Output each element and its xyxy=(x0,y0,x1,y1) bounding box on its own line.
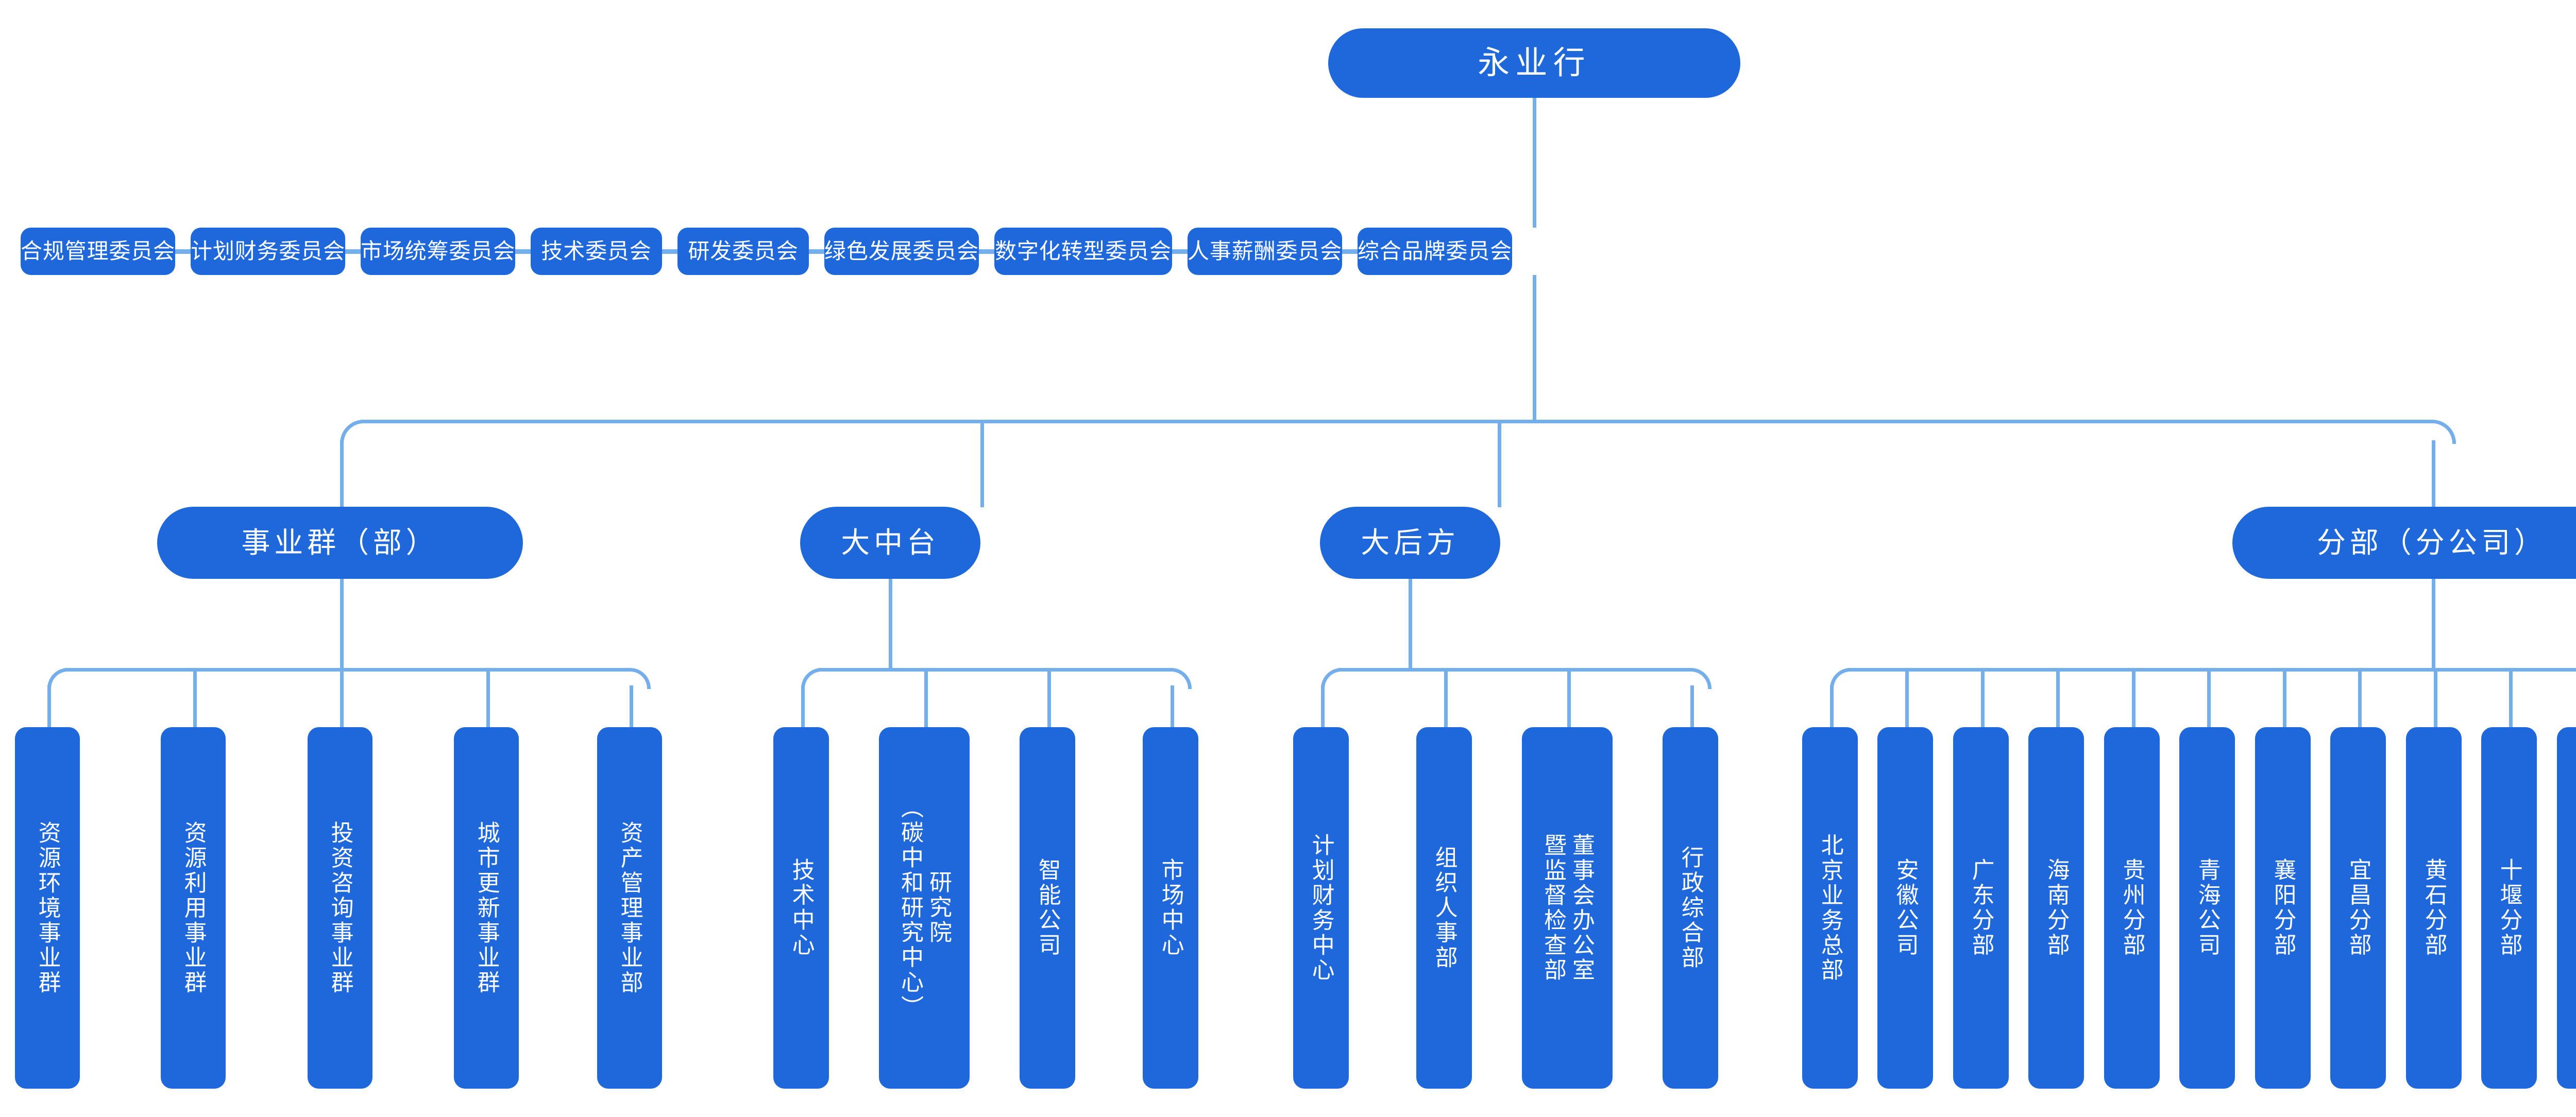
drop-0-0 xyxy=(47,685,51,727)
committee-node-0[interactable]: 合规管理委员会 xyxy=(21,228,175,275)
connector-to-group-3 xyxy=(2432,440,2435,507)
leaf-node-3-9[interactable]: 十堰分部 xyxy=(2481,727,2537,1089)
drop-0-2 xyxy=(340,672,344,727)
drop-1-3 xyxy=(1171,685,1174,727)
committee-link-0-1 xyxy=(175,249,191,254)
drop-3-5 xyxy=(2207,672,2211,727)
connector-to-group-0 xyxy=(340,440,344,507)
committee-node-1[interactable]: 计划财务委员会 xyxy=(191,228,345,275)
connector-root-to-committees xyxy=(1533,98,1536,228)
drop-1-1 xyxy=(924,672,928,727)
leaf-node-3-0[interactable]: 北京业务总部 xyxy=(1802,727,1858,1089)
leaf-node-3-7[interactable]: 宜昌分部 xyxy=(2330,727,2386,1089)
group-node-dahoufang[interactable]: 大后方 xyxy=(1320,507,1500,579)
committee-link-6-7 xyxy=(1172,249,1188,254)
leaf-node-2-0[interactable]: 计划财务中心 xyxy=(1293,727,1349,1089)
leaf-node-3-6[interactable]: 襄阳分部 xyxy=(2255,727,2311,1089)
leaf-bus-2 xyxy=(1338,668,1690,672)
connector-to-group-2 xyxy=(1498,423,1501,507)
drop-3-0 xyxy=(1830,685,1834,727)
drop-0-1 xyxy=(193,672,197,727)
committee-node-2[interactable]: 市场统筹委员会 xyxy=(361,228,515,275)
drop-1-0 xyxy=(801,685,805,727)
drop-1-2 xyxy=(1047,672,1051,727)
committee-link-7-8 xyxy=(1342,249,1358,254)
leaf-node-1-2[interactable]: 智能公司 xyxy=(1020,727,1075,1089)
drop-3-2 xyxy=(1981,672,1985,727)
drop-3-9 xyxy=(2509,672,2513,727)
group-node-shiyequn[interactable]: 事业群（部） xyxy=(157,507,523,579)
leaf-node-2-3[interactable]: 行政综合部 xyxy=(1663,727,1718,1089)
drop-3-1 xyxy=(1905,672,1909,727)
drop-3-8 xyxy=(2434,672,2437,727)
committee-link-4-5 xyxy=(809,249,824,254)
committee-node-3[interactable]: 技术委员会 xyxy=(531,228,662,275)
drop-2-0 xyxy=(1321,685,1325,727)
leaf-bus-3 xyxy=(1848,668,2576,672)
leaf-bus-0 xyxy=(65,668,630,672)
stem-group-3 xyxy=(2432,579,2435,669)
leaf-node-2-2[interactable]: 董事会办公室 暨监督检查部 xyxy=(1522,727,1613,1089)
group-node-fenbu[interactable]: 分部（分公司） xyxy=(2232,507,2576,579)
committee-link-5-6 xyxy=(979,249,994,254)
leaf-node-1-1[interactable]: 研究院 （碳中和研究中心） xyxy=(879,727,970,1089)
leaf-node-3-4[interactable]: 贵州分部 xyxy=(2104,727,2160,1089)
leaf-node-0-0[interactable]: 资源环境事业群 xyxy=(15,727,80,1089)
drop-3-6 xyxy=(2283,672,2286,727)
leaf-node-1-0[interactable]: 技术中心 xyxy=(773,727,829,1089)
drop-2-3 xyxy=(1690,685,1694,727)
root-node-yongyehang[interactable]: 永业行 xyxy=(1328,28,1740,98)
leaf-node-0-4[interactable]: 资产管理事业部 xyxy=(597,727,662,1089)
committee-link-3-4 xyxy=(662,249,677,254)
group-bus-horizontal xyxy=(361,420,2432,423)
leaf-node-2-1[interactable]: 组织人事部 xyxy=(1416,727,1472,1089)
drop-3-4 xyxy=(2132,672,2136,727)
drop-3-3 xyxy=(2056,672,2060,727)
leaf-node-3-10[interactable]: 荆门分部 xyxy=(2557,727,2576,1089)
connector-to-group-1 xyxy=(980,423,984,507)
drop-3-7 xyxy=(2358,672,2362,727)
stem-group-1 xyxy=(889,579,892,669)
leaf-node-3-2[interactable]: 广东分部 xyxy=(1953,727,2009,1089)
drop-2-1 xyxy=(1444,672,1448,727)
leaf-node-3-5[interactable]: 青海公司 xyxy=(2179,727,2235,1089)
leaf-node-1-3[interactable]: 市场中心 xyxy=(1143,727,1198,1089)
leaf-node-3-1[interactable]: 安徽公司 xyxy=(1877,727,1933,1089)
group-node-dazhongtai[interactable]: 大中台 xyxy=(800,507,980,579)
committee-node-5[interactable]: 绿色发展委员会 xyxy=(824,228,979,275)
drop-2-2 xyxy=(1567,672,1571,727)
leaf-node-0-1[interactable]: 资源利用事业群 xyxy=(161,727,226,1089)
stem-group-2 xyxy=(1409,579,1412,669)
committee-node-7[interactable]: 人事薪酬委员会 xyxy=(1188,228,1342,275)
group-bus-left-corner xyxy=(340,420,364,444)
committee-node-4[interactable]: 研发委员会 xyxy=(677,228,809,275)
group-bus-right-corner xyxy=(2432,420,2456,444)
drop-0-3 xyxy=(486,672,490,727)
leaf-node-0-2[interactable]: 投资咨询事业群 xyxy=(308,727,372,1089)
drop-0-4 xyxy=(630,685,633,727)
committee-link-1-2 xyxy=(345,249,361,254)
leaf-node-0-3[interactable]: 城市更新事业群 xyxy=(454,727,519,1089)
leaf-bus-1 xyxy=(819,668,1171,672)
committee-node-6[interactable]: 数字化转型委员会 xyxy=(994,228,1172,275)
stem-group-0 xyxy=(340,579,344,669)
committee-link-2-3 xyxy=(515,249,531,254)
connector-committees-to-groups xyxy=(1533,275,1536,422)
leaf-node-3-8[interactable]: 黄石分部 xyxy=(2406,727,2462,1089)
leaf-node-3-3[interactable]: 海南分部 xyxy=(2028,727,2084,1089)
committee-node-8[interactable]: 综合品牌委员会 xyxy=(1358,228,1512,275)
